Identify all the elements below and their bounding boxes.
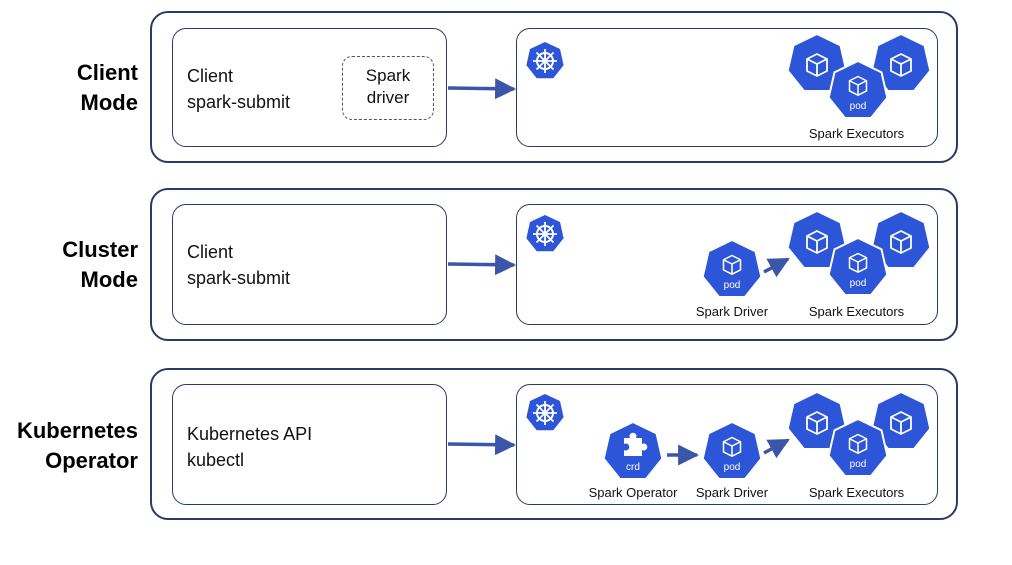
- spark-executors-label: Spark Executors: [808, 126, 905, 141]
- cluster-mode-label: Cluster Mode: [0, 235, 138, 295]
- executor-pod-icon: pod: [827, 60, 889, 119]
- client-line2: spark-submit: [187, 268, 291, 288]
- client-box: Client spark-submit: [172, 204, 447, 325]
- mode-label-line1: Kubernetes: [16, 418, 138, 443]
- executor-pod-icon: pod: [827, 418, 889, 477]
- client-box: Kubernetes API kubectl: [172, 384, 447, 505]
- mode-label-line1: Client: [76, 60, 138, 85]
- kubernetes-icon: [525, 214, 565, 253]
- client-line2: kubectl: [187, 450, 245, 470]
- pod-label: pod: [850, 278, 867, 289]
- client-mode-label: Client Mode: [0, 58, 138, 118]
- driver-pod-icon: pod: [701, 239, 763, 298]
- spark-driver-dashed-box: Spark driver: [342, 56, 434, 120]
- kubernetes-icon: [525, 41, 565, 80]
- operator-crd-icon: crd: [602, 421, 664, 480]
- driver-line2: driver: [366, 88, 410, 107]
- spark-driver-label: Spark Driver: [695, 485, 769, 500]
- driver-line1: Spark: [365, 66, 411, 85]
- pod-label: pod: [850, 101, 867, 112]
- kubernetes-icon: [525, 393, 565, 432]
- mode-label-line2: Mode: [80, 267, 138, 292]
- mode-label-line2: Operator: [45, 448, 138, 473]
- client-line1: Client: [187, 242, 234, 262]
- pod-label: pod: [724, 462, 741, 473]
- submit-arrow: [447, 254, 517, 276]
- kubernetes-operator-label: Kubernetes Operator: [0, 416, 138, 476]
- client-line1: Kubernetes API: [187, 424, 313, 444]
- spark-executors-label: Spark Executors: [808, 304, 905, 319]
- executor-pod-icon: pod: [827, 237, 889, 296]
- mode-label-line1: Cluster: [62, 237, 138, 262]
- client-line1: Client: [187, 66, 234, 86]
- spark-operator-label: Spark Operator: [588, 485, 678, 500]
- pod-label: pod: [850, 459, 867, 470]
- puzzle-piece-icon: [624, 432, 648, 456]
- spark-driver-label: Spark Driver: [695, 304, 769, 319]
- pod-label: pod: [724, 280, 741, 291]
- crd-label: crd: [626, 462, 640, 473]
- submit-arrow: [447, 78, 517, 100]
- client-box: Client spark-submit: [172, 28, 447, 147]
- mode-label-line2: Mode: [80, 90, 138, 115]
- driver-to-executors-arrow: [763, 257, 790, 278]
- spark-executors-label: Spark Executors: [808, 485, 905, 500]
- driver-pod-icon: pod: [701, 421, 763, 480]
- submit-arrow: [447, 434, 517, 456]
- driver-to-executors-arrow: [763, 438, 790, 459]
- client-line2: spark-submit: [187, 92, 291, 112]
